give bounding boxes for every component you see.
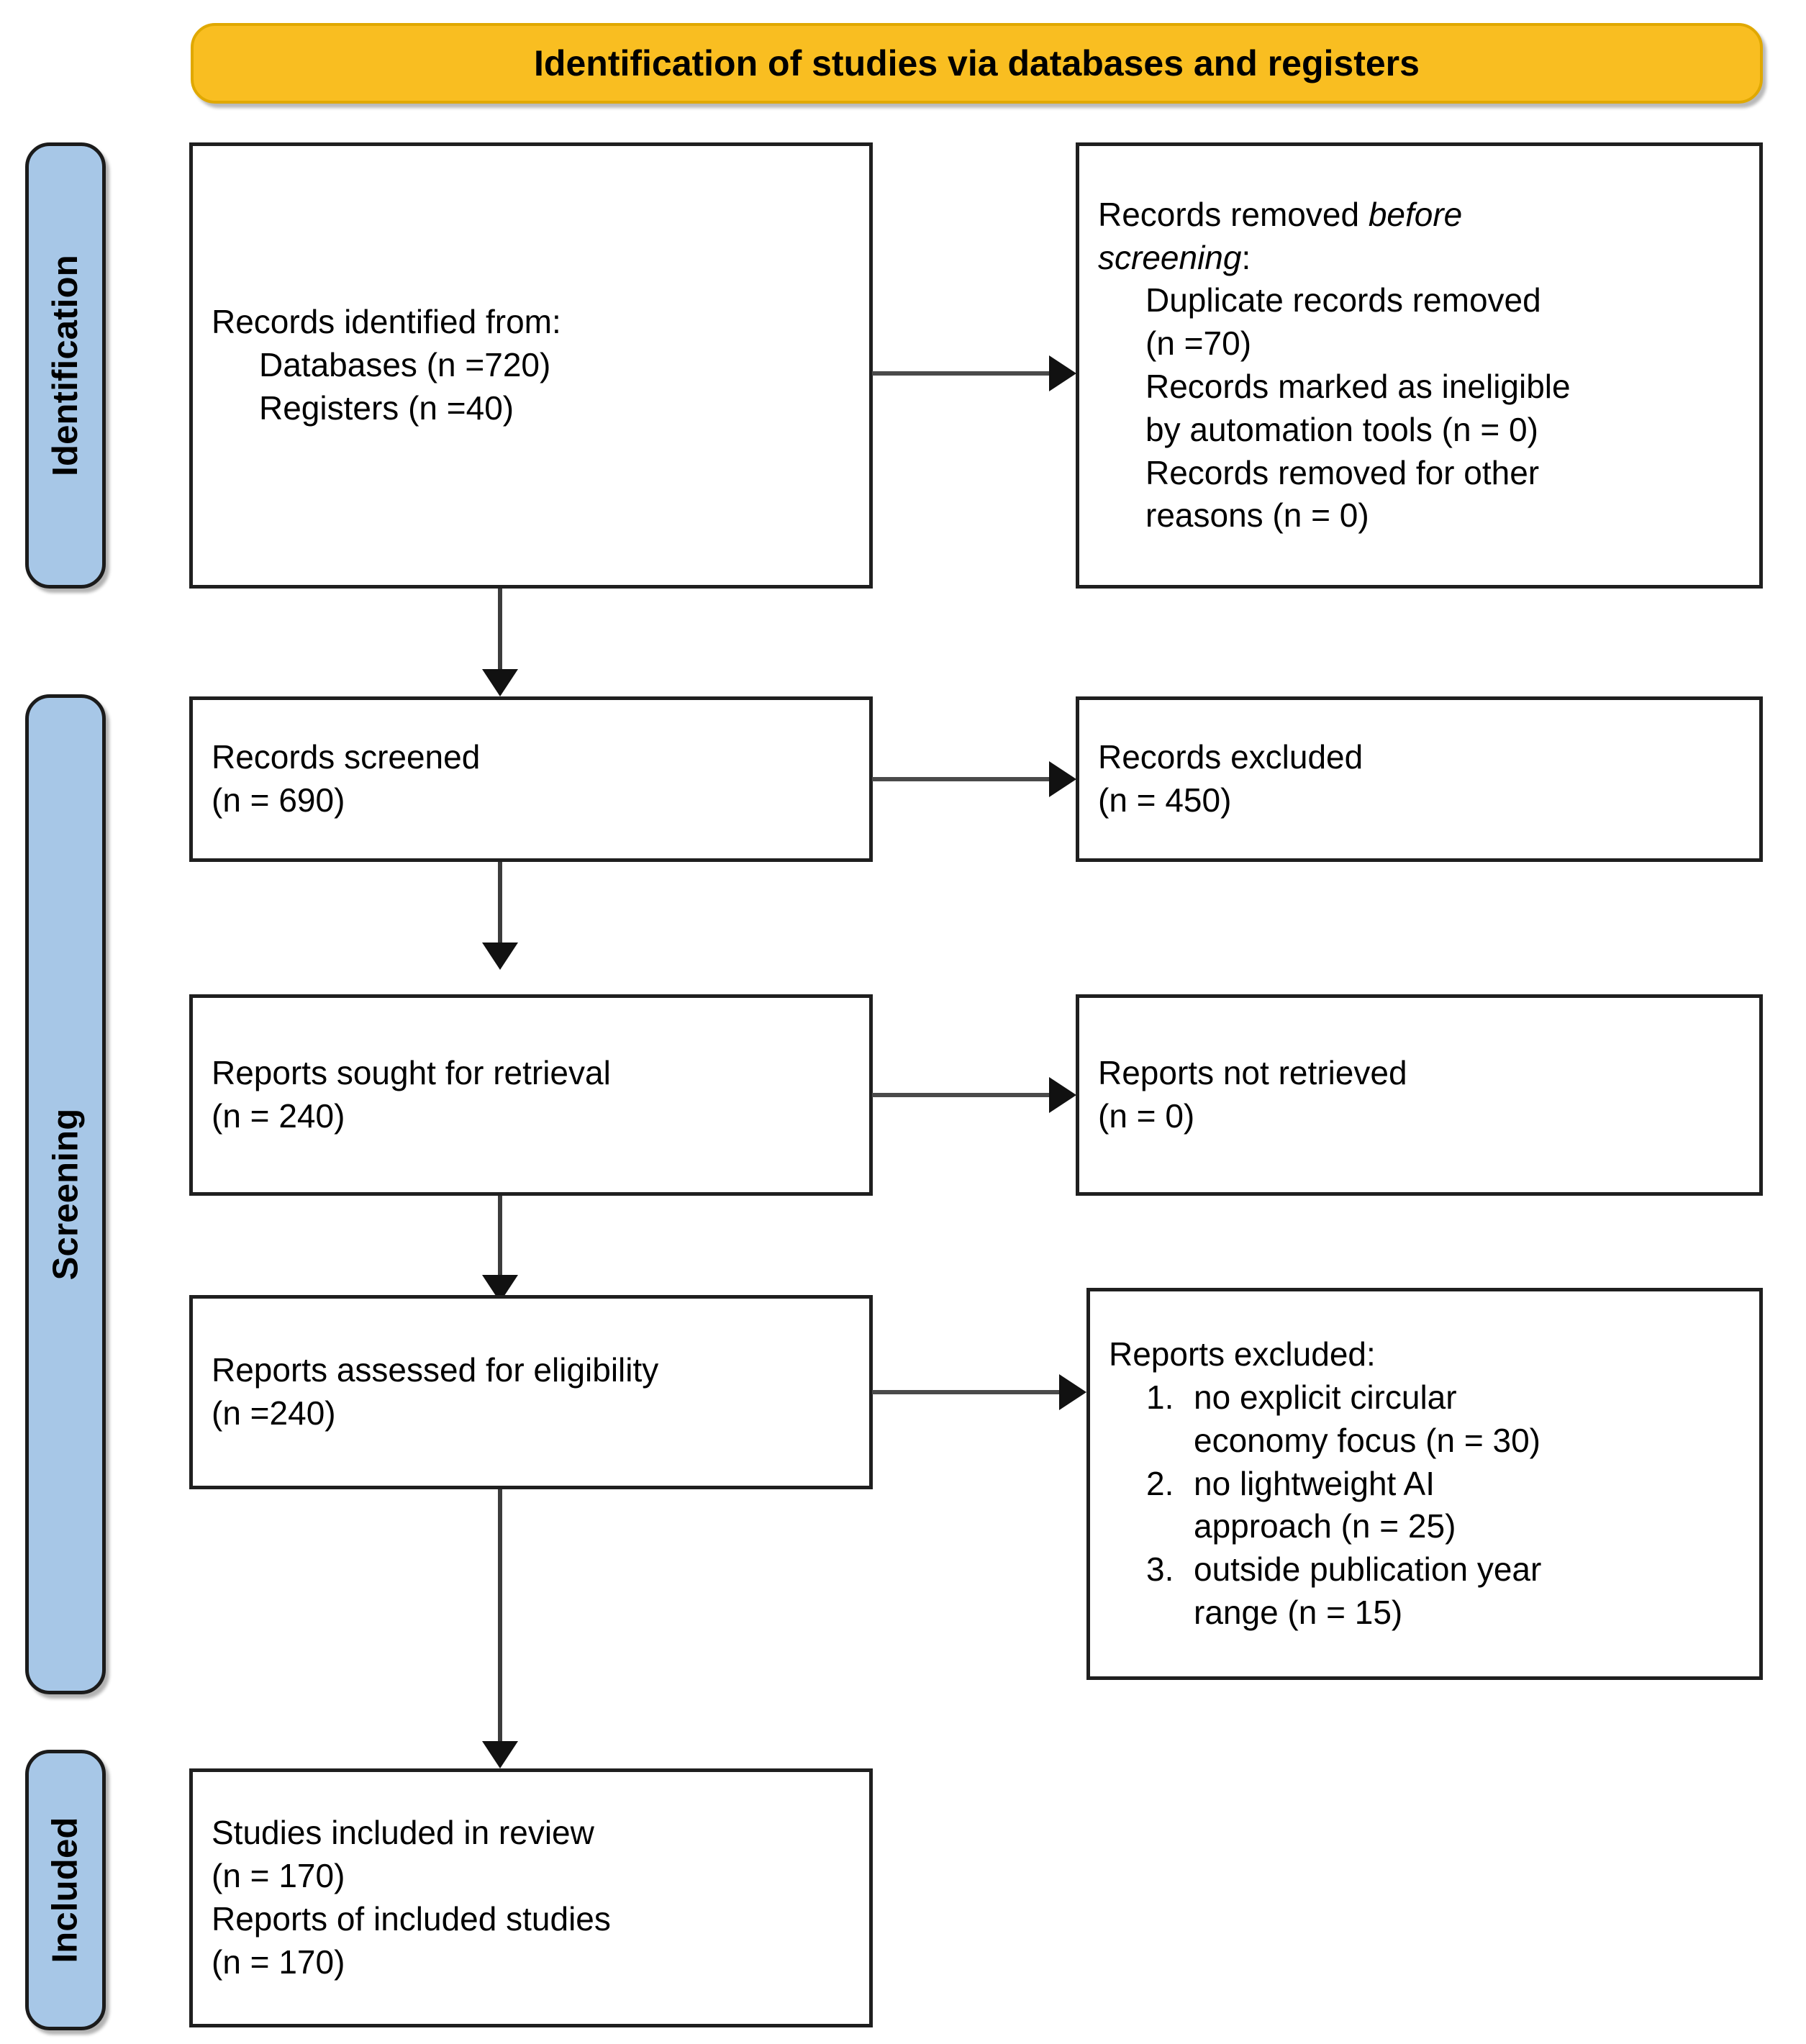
list-item: 3. outside publication year range (n = 1… [1109, 1548, 1741, 1635]
connector-screened-to-sought [498, 862, 502, 948]
studies-included-line-3: Reports of included studies [212, 1900, 611, 1938]
stage-band-included: Included [25, 1750, 106, 2030]
studies-included-line-1: Studies included in review [212, 1814, 594, 1852]
records-screened-line-2: (n = 690) [212, 781, 345, 819]
stage-label-included: Included [46, 1817, 85, 1963]
diagram-title: Identification of studies via databases … [534, 43, 1420, 83]
reports-assessed-text: Reports assessed for eligibility (n =240… [193, 1349, 869, 1435]
connector-screened-to-excluded [872, 777, 1052, 781]
records-removed-line-2-emph: screening [1098, 238, 1242, 276]
box-reports-assessed-for-eligibility: Reports assessed for eligibility (n =240… [189, 1295, 873, 1489]
records-screened-text: Records screened (n = 690) [193, 736, 869, 822]
records-removed-line-7: Records removed for other [1145, 453, 1540, 491]
connector-assessed-to-included [498, 1489, 502, 1748]
studies-included-text: Studies included in review (n = 170) Rep… [193, 1812, 869, 1984]
reports-not-retrieved-text: Reports not retrieved (n = 0) [1079, 1052, 1759, 1138]
reports-excluded-item-1-number: 1. [1146, 1378, 1174, 1416]
connector-sought-to-assessed [498, 1196, 502, 1284]
reports-excluded-title: Reports excluded: [1109, 1335, 1376, 1373]
records-removed-line-3: Duplicate records removed [1145, 281, 1541, 319]
arrowhead-sought-to-not-retrieved [1049, 1077, 1076, 1113]
records-removed-line-4: (n =70) [1145, 324, 1252, 363]
list-item: 2. no lightweight AI approach (n = 25) [1109, 1463, 1741, 1549]
reports-excluded-item-3-line-2: range (n = 15) [1194, 1593, 1403, 1631]
studies-included-line-2: (n = 170) [212, 1857, 345, 1895]
box-reports-sought-for-retrieval: Reports sought for retrieval (n = 240) [189, 994, 873, 1196]
reports-excluded-item-1-line-2: economy focus (n = 30) [1194, 1421, 1540, 1459]
reports-assessed-line-2: (n =240) [212, 1394, 336, 1432]
connector-sought-to-not-retrieved [872, 1093, 1052, 1097]
reports-excluded-item-1-line-1: no explicit circular [1194, 1378, 1457, 1416]
records-removed-line-1: Records removed before [1098, 194, 1741, 237]
records-excluded-text: Records excluded (n = 450) [1079, 736, 1759, 822]
stage-band-identification: Identification [25, 142, 106, 589]
arrowhead-identified-to-screened [482, 669, 518, 696]
reports-excluded-text: Reports excluded: 1. no explicit circula… [1090, 1333, 1759, 1635]
records-removed-line-6: by automation tools (n = 0) [1145, 410, 1538, 448]
stage-label-screening: Screening [46, 1108, 85, 1281]
records-identified-line-1: Records identified from: [212, 303, 561, 341]
records-removed-line-1-emph: before [1368, 195, 1463, 233]
reports-excluded-list: 1. no explicit circular economy focus (n… [1109, 1376, 1741, 1635]
stage-label-identification: Identification [46, 255, 85, 476]
box-records-screened: Records screened (n = 690) [189, 696, 873, 862]
reports-not-retrieved-line-2: (n = 0) [1098, 1097, 1195, 1135]
reports-assessed-line-1: Reports assessed for eligibility [212, 1351, 659, 1389]
records-excluded-line-2: (n = 450) [1098, 781, 1232, 819]
list-item: 1. no explicit circular economy focus (n… [1109, 1376, 1741, 1463]
box-records-identified: Records identified from: Databases (n =7… [189, 142, 873, 589]
reports-excluded-item-3-number: 3. [1146, 1550, 1174, 1589]
records-identified-text: Records identified from: Databases (n =7… [193, 301, 869, 430]
stage-band-screening: Screening [25, 694, 106, 1694]
arrowhead-screened-to-sought [482, 942, 518, 970]
studies-included-line-4: (n = 170) [212, 1943, 345, 1981]
box-records-removed-before-screening: Records removed before screening: Duplic… [1076, 142, 1763, 589]
diagram-header-banner: Identification of studies via databases … [191, 23, 1763, 104]
records-identified-line-3: Registers (n =40) [259, 389, 514, 427]
records-removed-line-2-colon: : [1241, 238, 1251, 276]
box-records-excluded: Records excluded (n = 450) [1076, 696, 1763, 862]
reports-excluded-item-3-line-1: outside publication year [1194, 1550, 1542, 1589]
records-identified-line-2: Databases (n =720) [259, 346, 551, 384]
box-reports-not-retrieved: Reports not retrieved (n = 0) [1076, 994, 1763, 1196]
records-removed-line-8: reasons (n = 0) [1145, 496, 1369, 535]
records-excluded-line-1: Records excluded [1098, 738, 1363, 776]
reports-excluded-item-2-line-2: approach (n = 25) [1194, 1507, 1456, 1545]
connector-identified-to-screened [498, 589, 502, 675]
records-removed-line-5: Records marked as ineligible [1145, 368, 1571, 405]
reports-sought-line-2: (n = 240) [212, 1097, 345, 1135]
connector-assessed-to-excluded [872, 1390, 1063, 1394]
records-removed-text: Records removed before screening: Duplic… [1079, 194, 1759, 537]
box-studies-included-in-review: Studies included in review (n = 170) Rep… [189, 1768, 873, 2027]
arrowhead-identified-to-removed [1049, 355, 1076, 391]
reports-excluded-item-2-line-1: no lightweight AI [1194, 1464, 1435, 1502]
connector-identified-to-removed [872, 371, 1052, 376]
reports-sought-line-1: Reports sought for retrieval [212, 1054, 611, 1092]
arrowhead-screened-to-excluded [1049, 761, 1076, 797]
arrowhead-assessed-to-excluded [1059, 1374, 1086, 1410]
reports-excluded-item-2-number: 2. [1146, 1464, 1174, 1502]
records-removed-line-2: screening: [1098, 237, 1741, 280]
reports-sought-text: Reports sought for retrieval (n = 240) [193, 1052, 869, 1138]
records-removed-line-1-prefix: Records removed [1098, 195, 1369, 233]
records-screened-line-1: Records screened [212, 738, 481, 776]
reports-not-retrieved-line-1: Reports not retrieved [1098, 1054, 1407, 1092]
arrowhead-assessed-to-included [482, 1741, 518, 1768]
box-reports-excluded: Reports excluded: 1. no explicit circula… [1086, 1288, 1763, 1680]
